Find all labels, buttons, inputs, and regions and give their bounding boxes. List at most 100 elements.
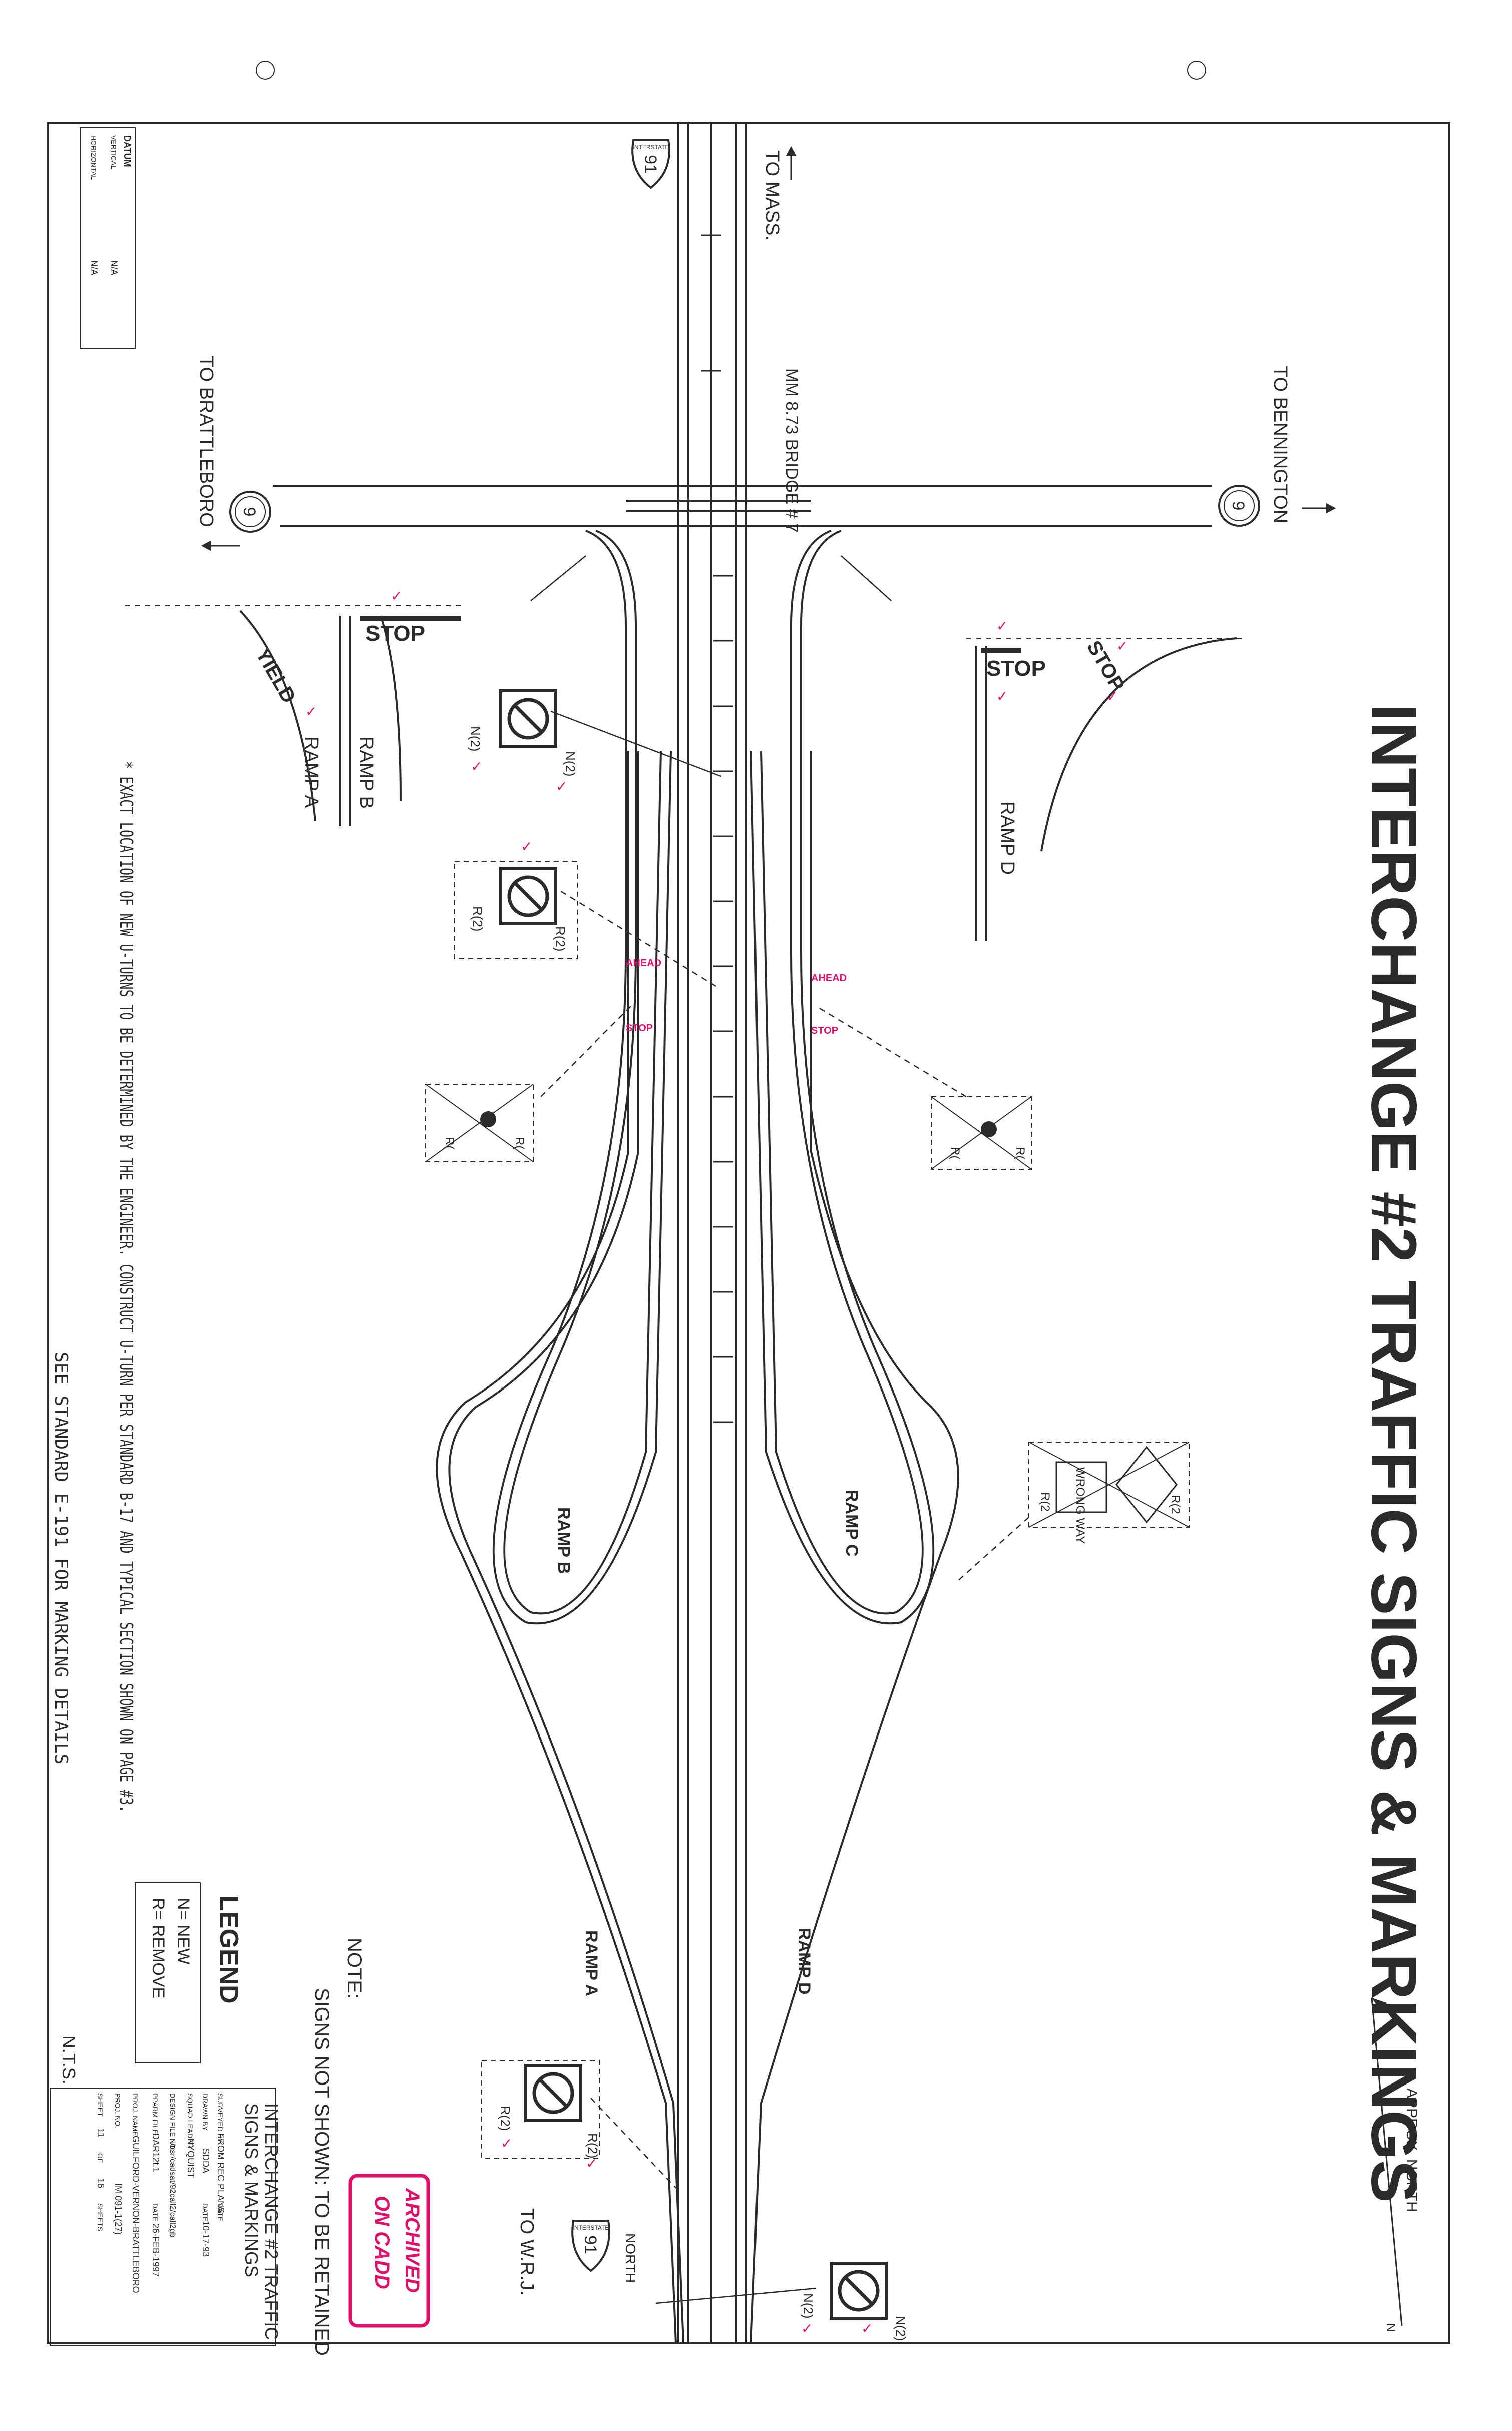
svg-text:R(: R( [443, 1137, 456, 1149]
check-mark: ✓ [586, 2156, 597, 2172]
check-mark: ✓ [521, 839, 532, 855]
datum-block: DATUM VERTICAL N/A HORIZONTAL N/A [80, 127, 136, 349]
svg-text:PROJ. NAME: PROJ. NAME [131, 2093, 139, 2136]
svg-text:R= REMOVE: R= REMOVE [149, 1898, 168, 1998]
us-route-9-shield-left: 9 [229, 491, 271, 533]
svg-text:16: 16 [96, 2178, 106, 2188]
check-mark: ✓ [1116, 639, 1128, 654]
nts-label: N.T.S. [59, 2035, 79, 2085]
svg-text:R(: R( [948, 1147, 962, 1159]
check-mark: ✓ [471, 759, 482, 775]
svg-text:R(: R( [513, 1137, 526, 1149]
svg-text:INTERCHANGE #2 TRAFFIC: INTERCHANGE #2 TRAFFIC [261, 2103, 282, 2340]
svg-text:SHEETS: SHEETS [96, 2203, 104, 2231]
note-text: SIGNS NOT SHOWN: TO BE RETAINED [311, 1988, 333, 2356]
route-9-crossing [273, 485, 1212, 527]
svg-text:R(2): R(2) [470, 906, 485, 932]
svg-text:N/A: N/A [109, 260, 119, 275]
svg-text:LEGEND: LEGEND [214, 1895, 243, 2004]
ramp-b-label: RAMP B [554, 1507, 573, 1574]
svg-text:R(2: R(2 [1169, 1495, 1182, 1514]
ramp-d-label: RAMP D [795, 1928, 814, 1995]
north-label: NORTH [623, 2233, 638, 2283]
interstate-91-shield: INTERSTATE 91 [631, 139, 670, 189]
svg-text:R(2): R(2) [498, 2106, 513, 2131]
check-mark: ✓ [1106, 689, 1118, 705]
svg-text:N(2): N(2) [563, 751, 578, 777]
svg-text:SQUAD LEADER: SQUAD LEADER [186, 2093, 194, 2148]
svg-text:11: 11 [96, 2128, 106, 2138]
svg-text:STOP: STOP [986, 656, 1046, 681]
removed-sign-left: R( R( [425, 1084, 534, 1162]
note-heading: NOTE: [343, 1938, 365, 1999]
stop-sign-ramp-d: STOP [981, 648, 1046, 681]
ramp-d-terminal [966, 637, 1242, 941]
svg-text:N= NEW: N= NEW [174, 1898, 193, 1964]
svg-text:PROJ. NO.: PROJ. NO. [114, 2093, 122, 2128]
sheet-title: INTERCHANGE #2 TRAFFIC SIGNS & MARKINGS [1358, 704, 1429, 2203]
no-u-turn-sign-r2-bottom: R(2) R(2) [481, 2060, 600, 2159]
svg-text:/usr/cadsat/92cail2/call2gb: /usr/cadsat/92cail2/call2gb [168, 2143, 177, 2238]
svg-text:N(2): N(2) [468, 726, 483, 752]
check-mark: ✓ [501, 2136, 512, 2152]
svg-text:NYQUIST: NYQUIST [186, 2138, 196, 2178]
ramp-d-label-terminal: RAMP D [997, 801, 1018, 875]
svg-text:APPROX. NORTH: APPROX. NORTH [1403, 2088, 1420, 2212]
mainline-lane-ticks [701, 234, 733, 1423]
ramps-c-d-geometry [750, 530, 959, 2344]
title-block: INTERCHANGE #2 TRAFFIC SIGNS & MARKINGS … [50, 2088, 282, 2346]
svg-text:HORIZONTAL: HORIZONTAL [90, 135, 98, 180]
to-bennington-label: TO BENNINGTON [1270, 366, 1291, 523]
interstate-91-shield-north: INTERSTATE 91 [571, 2220, 610, 2272]
no-u-turn-sign-r2-top: R(2) R(2) [454, 861, 578, 959]
svg-text:DAR12t.1: DAR12t.1 [151, 2133, 161, 2172]
ahead-marking-right: AHEAD [811, 973, 847, 984]
svg-text:10-17-93: 10-17-93 [201, 2221, 211, 2257]
wrong-way-sign-removed: WRONG WAY R(2 R(2 [1028, 1442, 1190, 1544]
to-wrj-label: TO W.R.J. [516, 2208, 537, 2296]
shield-word: INTERSTATE [633, 144, 669, 151]
svg-text:ON CADD: ON CADD [371, 2196, 393, 2289]
svg-text:DATE: DATE [201, 2203, 209, 2221]
svg-text:R(2: R(2 [1038, 1492, 1052, 1512]
svg-text:ARCHIVED: ARCHIVED [401, 2188, 423, 2293]
ahead-marking-left: AHEAD [626, 958, 661, 969]
check-mark: ✓ [305, 704, 317, 720]
svg-text:DESIGN FILE NO.: DESIGN FILE NO. [169, 2093, 177, 2151]
check-mark: ✓ [996, 619, 1008, 634]
svg-text:IM 091-1(27): IM 091-1(27) [113, 2183, 123, 2235]
ramp-a-label: RAMP A [582, 1930, 601, 1996]
svg-text:SDDA: SDDA [201, 2148, 211, 2173]
svg-text:26-FEB-1997: 26-FEB-1997 [151, 2223, 161, 2277]
us-route-9-shield-right: 9 [1218, 485, 1260, 527]
check-mark: ✓ [391, 589, 402, 604]
stop-marking-left: STOP [626, 1023, 653, 1034]
bridge-label: MM 8.73 BRIDGE # 7 [782, 368, 801, 533]
archived-stamp: ARCHIVED ON CADD [348, 2174, 430, 2328]
svg-text:OF: OF [96, 2153, 104, 2163]
svg-text:VERTICAL: VERTICAL [110, 135, 118, 169]
u-turn-note-line: * EXACT LOCATION OF NEW U-TURNS TO BE DE… [116, 761, 136, 1813]
svg-text:R(2): R(2) [553, 926, 568, 952]
removed-sign-right: R( R( [931, 1096, 1032, 1170]
route-number: 9 [240, 507, 259, 517]
svg-text:STOP: STOP [365, 621, 425, 646]
svg-text:R(2): R(2) [585, 2133, 600, 2159]
svg-text:SURVEYED BY: SURVEYED BY [216, 2093, 224, 2143]
punch-hole [1187, 61, 1206, 80]
svg-text:R(: R( [1013, 1147, 1027, 1159]
svg-text:DATUM: DATUM [122, 135, 132, 167]
punch-hole [256, 61, 275, 80]
svg-text:N/A: N/A [89, 260, 99, 275]
stop-sign-ramp-b: STOP [360, 616, 461, 646]
route-number: 9 [1229, 501, 1248, 511]
svg-text:N(2): N(2) [893, 2316, 908, 2341]
svg-text:DRAWN BY: DRAWN BY [201, 2093, 209, 2131]
interstate-91-mainline [677, 123, 747, 2343]
ramp-b-terminal [125, 605, 466, 826]
svg-text:FROM REC PLANS: FROM REC PLANS [216, 2133, 226, 2213]
to-mass-label: TO MASS. [762, 150, 783, 241]
svg-text:N: N [1384, 2323, 1397, 2332]
check-mark: ✓ [996, 689, 1008, 705]
